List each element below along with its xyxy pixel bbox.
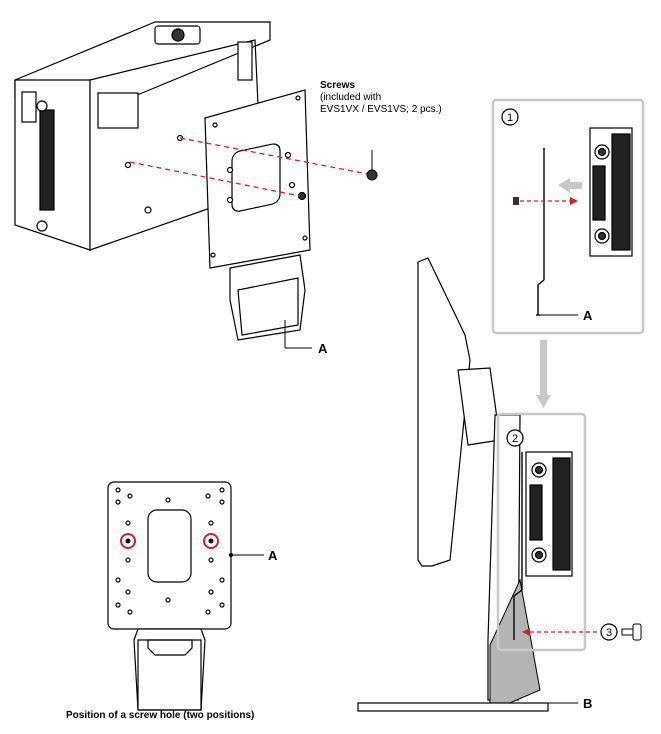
- stand-neck: [489, 578, 541, 706]
- label-a-top: A: [318, 341, 328, 356]
- step2-number: 2: [512, 433, 518, 445]
- screws-line2: EVS1VX / EVS1VS; 2 pcs.): [320, 104, 442, 115]
- step3-badge: [600, 623, 618, 641]
- step2-bracket: [513, 452, 523, 640]
- step2-box: [496, 412, 587, 652]
- plate-caption: Position of a screw hole (two positions): [66, 710, 254, 721]
- step3-red-arrowhead: [522, 628, 530, 636]
- step1-screw-icon: [513, 197, 519, 205]
- label-a-plate: A: [268, 548, 278, 563]
- step1-bracket: [536, 148, 545, 316]
- step3-number: 3: [606, 627, 612, 639]
- step1-red-arrowhead: [570, 197, 578, 205]
- screw-path-lines: [129, 137, 369, 197]
- screws-line1: (included with: [320, 92, 381, 103]
- label-a-step1: A: [583, 308, 593, 323]
- step2-pc: [525, 451, 573, 577]
- thumbscrew-icon: [621, 623, 642, 641]
- step1-badge: [501, 108, 519, 126]
- screw-icon: [366, 150, 378, 181]
- screw-hole-left: [120, 533, 136, 549]
- step1-pc: [589, 127, 633, 257]
- step1-number: 1: [507, 112, 513, 124]
- screw-hole-right: [203, 533, 219, 549]
- monitor-side: [417, 257, 521, 701]
- step1-gray-arrow: [558, 178, 582, 193]
- step-transition-arrow: [536, 340, 551, 408]
- highlighted-screw-holes: [120, 533, 219, 549]
- vesa-bracket: [204, 89, 311, 341]
- stand-base: [357, 702, 549, 712]
- mounting-plate: [107, 481, 232, 711]
- step2-badge: [506, 429, 524, 447]
- screws-title: Screws: [320, 80, 355, 91]
- label-b-stand: B: [583, 696, 592, 711]
